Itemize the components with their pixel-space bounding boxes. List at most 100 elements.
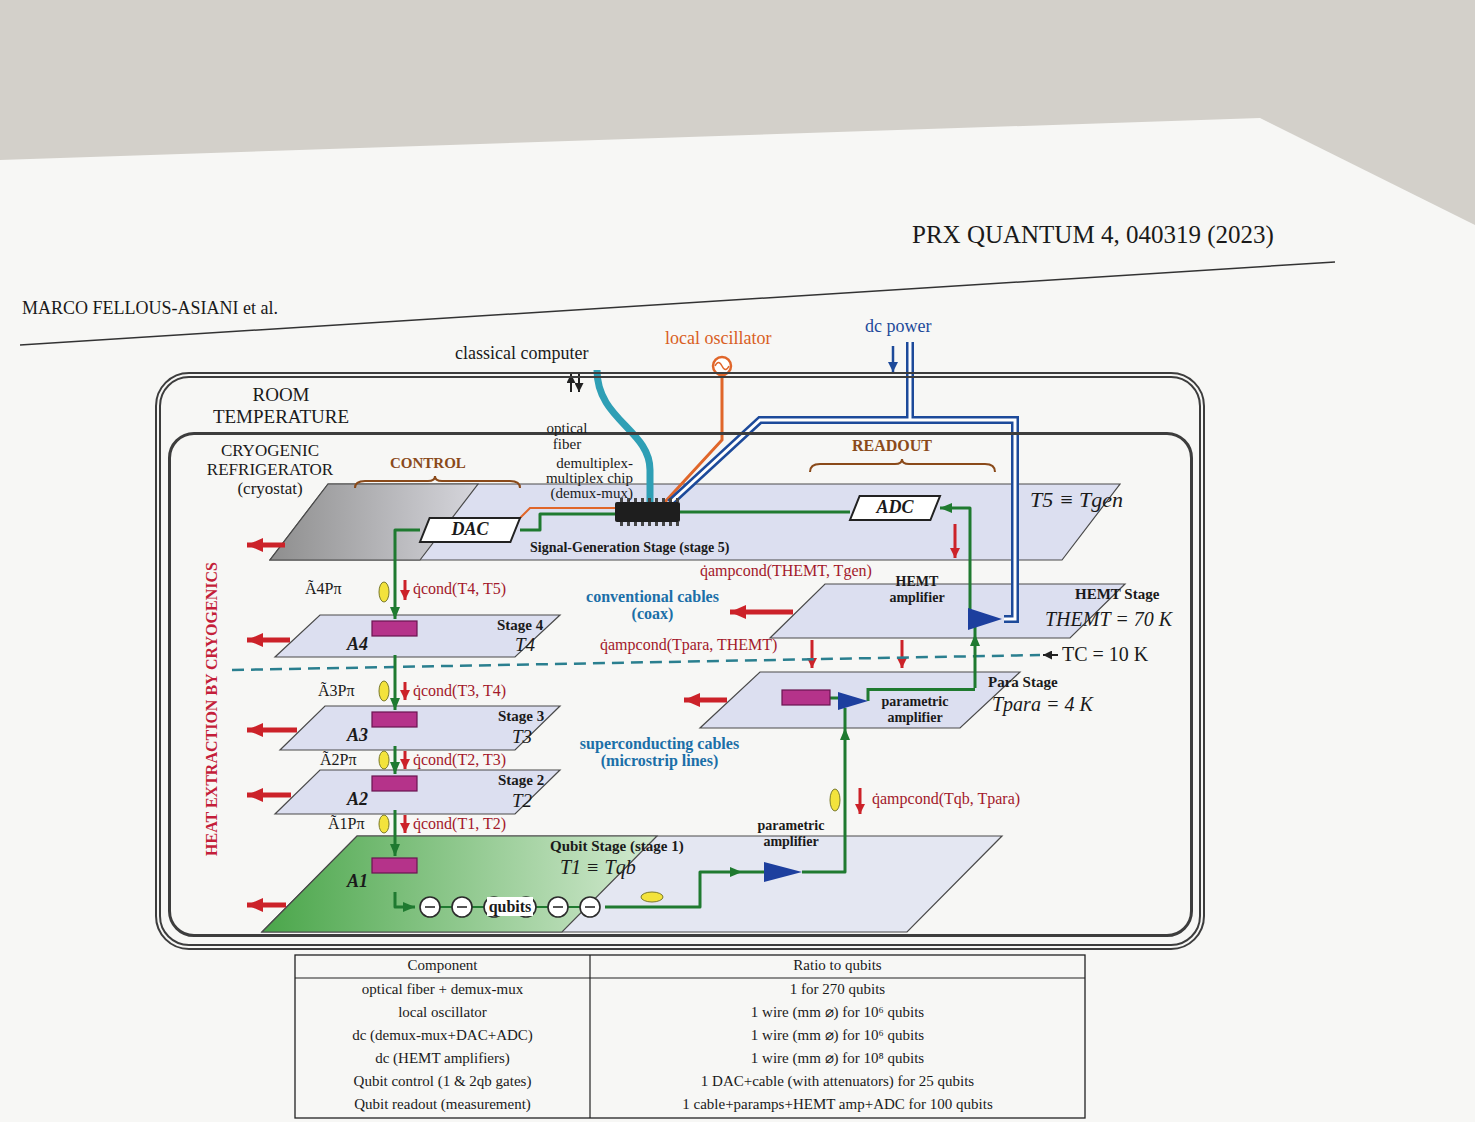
qubit-mark [457,906,467,908]
amplifier-triangle [968,608,1002,630]
temperature-stage-label: T5 ≡ Tgen [1030,487,1123,512]
heat-load-arrow [404,580,407,600]
converter-box-label: ADC [876,497,913,518]
converter-outline [420,518,520,542]
signal-pulse [379,582,389,602]
parametric-amplifier-label: parametric amplifier [742,818,840,850]
readout-brace [810,459,995,472]
table-cell: 1 DAC+cable (with attenuators) for 25 qu… [590,1073,1085,1090]
chip-pin [669,522,672,526]
stage-plate [262,836,1002,932]
temperature-stage-label: Stage 3 [498,708,544,725]
fiber-label: optical fiber [537,420,597,452]
power-label: Ã1Pπ [328,815,365,833]
table-cell: local oscillator [295,1004,590,1021]
dc-power-line [670,342,1015,619]
attenuator-box: A2 [347,774,420,810]
heat-arrow [247,793,291,798]
table-frame [295,955,1085,1118]
attenuator-box: A3 [347,710,420,746]
amplifier-wire [830,690,975,729]
chip-pin [648,522,651,526]
converter-box: ADC [850,496,940,520]
heat-load-label: q̇ampcond(Tqb, Tpara) [872,790,1020,808]
heat-load-arrow [811,640,814,668]
signal-pulse [641,892,663,902]
qubit-array: qubits [415,894,605,920]
temperature-stage-label: Stage 4 [497,617,543,634]
temperature-stage: HEMT StageTHEMT = 70 KHEMT amplifier [770,584,1180,638]
cryostat-box-label: CRYOGENIC REFRIGERATOR (cryostat) [185,441,355,498]
table-cell: optical fiber + demux-mux [295,981,590,998]
converter-box: DAC [420,518,520,542]
oscillator-wave [715,363,729,370]
signal-line [395,530,420,619]
heat-load-label: q̇ampcond(THEMT, Tgen) [700,562,872,580]
attenuator-box-label: A1 [347,871,368,891]
qubit-circle [452,897,472,917]
input-label: dc power [865,316,931,337]
qubit-array-label: qubits [487,897,534,916]
signal-line [680,511,850,514]
table-header: Ratio to qubits [590,957,1085,974]
room-temperature-region-label: ROOM TEMPERATURE [201,384,361,428]
signal-line [394,655,397,710]
heat-load-arrow [404,815,407,833]
amplifier-triangle [764,862,802,882]
attenuator-box: A4 [347,619,420,655]
temperature-label: TC = 10 K [1062,643,1148,666]
paper-page [0,118,1475,1122]
chip-pin [676,522,679,526]
signal-line [394,746,397,774]
parametric-amplifier-label: parametric amplifier [872,694,958,726]
temperature-stage-label: Stage 2 [498,772,544,789]
attenuator-block [372,776,417,791]
amplifier-triangle [838,692,868,710]
table-cell: 1 for 270 qubits [590,981,1085,998]
chip-pin [676,498,679,502]
chip-body [615,502,680,522]
hemt-amplifier: HEMT amplifier [880,574,1010,634]
signal-pulse [830,789,840,811]
heat-load-label: q̇cond(T2, T3) [413,751,506,769]
side-title: HEAT EXTRACTION BY CRYOGENICS [203,549,221,869]
temperature-stage: Para StageTpara = 4 Kparametric amplifie… [700,672,1130,728]
heat-load-label: q̇cond(T1, T2) [413,815,506,833]
converter-outline [850,496,940,520]
signal-pulse [379,681,389,701]
qubit-mark [425,906,435,908]
table-cell: dc (demux-mux+DAC+ADC) [295,1027,590,1044]
stage-plate [275,615,560,657]
heat-load-label: q̇cond(T3, T4) [413,682,506,700]
attenuator-box-label: A3 [347,725,368,745]
temperature-stage-label: T3 [512,726,532,747]
table-header: Component [295,957,590,974]
table-cell: dc (HEMT amplifiers) [295,1050,590,1067]
power-label: Ã3Pπ [318,682,355,700]
heat-arrow [684,698,727,703]
stage-plate [275,770,560,814]
attenuator-box-label: A2 [347,789,368,809]
qubit-circle [580,897,600,917]
temperature-stage: Stage 2T2 A2 [275,770,560,814]
heat-load-arrow [901,640,904,668]
running-header: MARCO FELLOUS-ASIANI et al. [22,298,278,319]
temperature-stage-label: T2 [512,790,532,811]
temperature-stage-label: T1 ≡ Tqb [560,856,636,879]
qubit-circle [420,897,440,917]
stage-plate [270,484,1120,560]
signal-line [974,634,977,688]
temperature-stage-label: T4 [515,634,535,655]
parametric-amplifier: parametric amplifier [780,688,995,728]
chip-pin [662,498,665,502]
attenuator-block [372,858,417,873]
table-cell: Qubit control (1 & 2qb gates) [295,1073,590,1090]
attenuator-box: A1 [347,856,420,892]
temperature-stage-label: Para Stage [988,674,1058,691]
signal-line [520,514,615,530]
table-cell: 1 wire (mm ⌀) for 10⁶ qubits [590,1027,1085,1044]
heat-load-arrow [954,524,957,558]
